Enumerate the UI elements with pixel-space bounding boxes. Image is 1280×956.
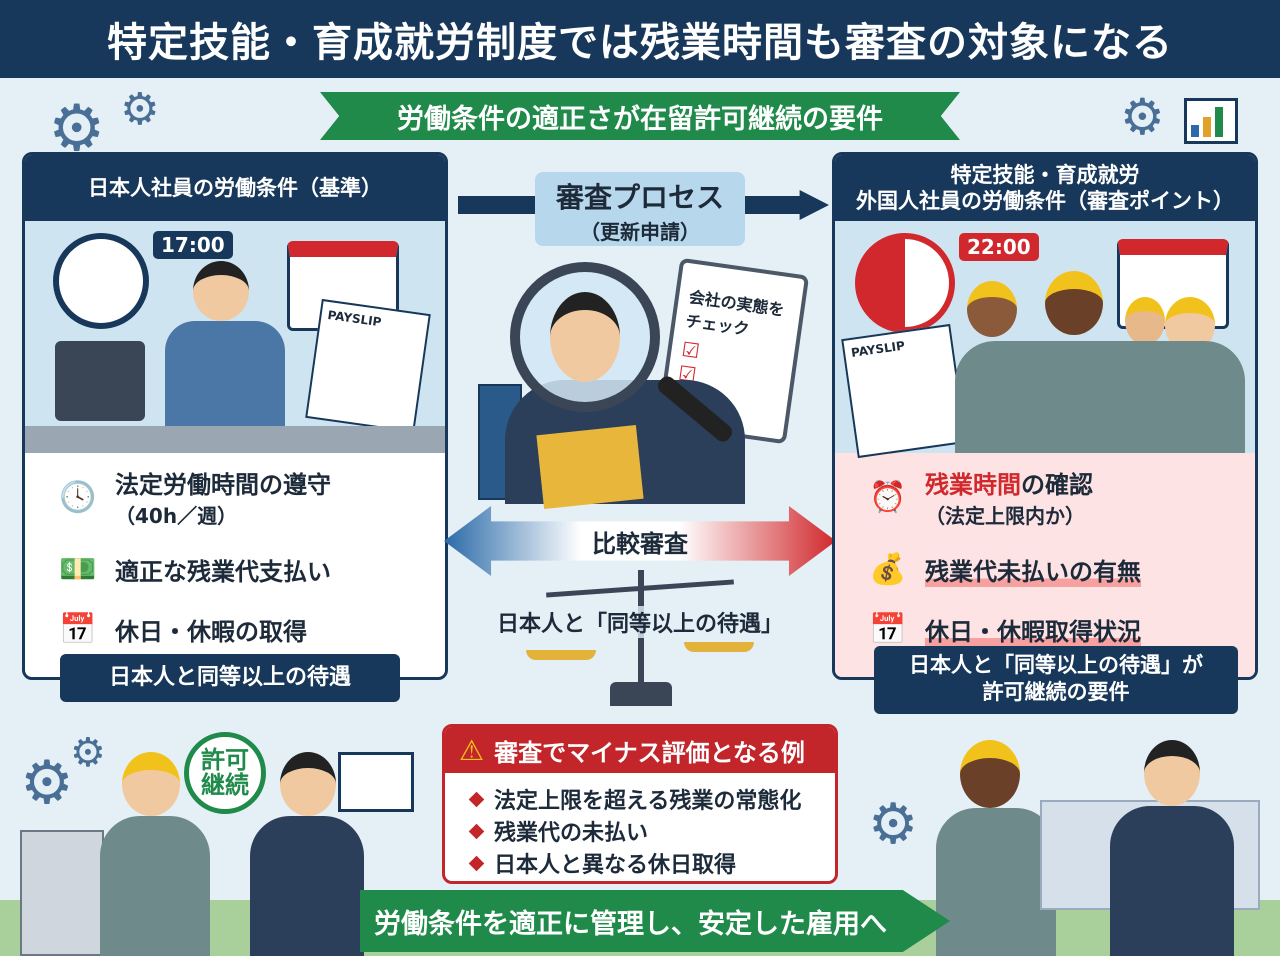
payslip-label: PAYSLIP: [850, 338, 906, 360]
requirement-ribbon: 労働条件の適正さが在留許可継続の要件: [320, 92, 960, 140]
gear-icon: ⚙: [20, 748, 74, 818]
workers-illustration: 22:00 PAYSLIP: [835, 221, 1255, 459]
process-title: 審査プロセス: [555, 181, 724, 214]
worker-figure: [1045, 271, 1103, 335]
criterion-overtime-pay: 💵 適正な残業代支払い: [55, 549, 445, 589]
payslip-document: PAYSLIP: [305, 298, 431, 434]
checkpoint-sub: （法定上限内か）: [925, 504, 1085, 528]
clock-icon: 🕓: [59, 479, 97, 515]
employee-body: [165, 321, 285, 431]
checkpoint-holidays: 📅 休日・休暇取得状況: [865, 609, 1255, 649]
warning-item: 日本人と異なる休日取得: [445, 847, 835, 879]
warning-header: ⚠ 審査でマイナス評価となる例: [445, 727, 835, 773]
clock-time: 22:00: [959, 233, 1039, 261]
manager-figure: [1144, 740, 1200, 806]
clipboard-text: 会社の実態をチェック: [684, 287, 786, 339]
warning-icon: ⚠: [459, 733, 485, 767]
workers-bodies: [955, 341, 1245, 453]
worker-figure: [967, 281, 1017, 337]
payslip-label: PAYSLIP: [326, 307, 383, 330]
clock-time: 17:00: [153, 231, 233, 259]
office-illustration: 17:00 PAYSLIP: [25, 221, 445, 453]
computer-monitor: [55, 341, 145, 421]
left-footer: 日本人と同等以上の待遇: [60, 654, 400, 702]
panel-header: 特定技能・育成就労 外国人社員の労働条件（審査ポイント）: [835, 155, 1255, 221]
manager-body: [1110, 806, 1234, 956]
worker-figure: [960, 740, 1020, 808]
checkpoint-label: 休日・休暇取得状況: [925, 611, 1141, 647]
magnifying-glass-icon: [510, 262, 660, 412]
gear-icon: ⚙: [868, 792, 919, 857]
gear-icon: ⚙: [70, 730, 106, 776]
right-footer: 日本人と「同等以上の待遇」が 許可継続の要件: [874, 646, 1238, 714]
diamond-bullet-icon: [468, 823, 485, 839]
folder: [536, 424, 644, 510]
criterion-working-hours: 🕓 法定労働時間の遵守 （40h／週）: [55, 465, 445, 529]
process-arrow-right: [745, 190, 829, 220]
worker-body: [936, 808, 1056, 956]
panel-header-line2: 外国人社員の労働条件（審査ポイント）: [856, 189, 1234, 213]
copier: [20, 830, 104, 956]
checkpoint-label: の確認: [1021, 471, 1093, 499]
scale-icon: [526, 570, 754, 710]
criterion-label: 適正な残業代支払い: [115, 557, 331, 586]
checkpoint-overtime-hours: ⏰ 残業時間の確認 （法定上限内か）: [865, 465, 1255, 529]
money-icon: 💵: [59, 551, 97, 587]
scale-label: 日本人と「同等以上の待遇」: [470, 606, 810, 638]
worker-body: [100, 816, 210, 956]
panel-header: 日本人社員の労働条件（基準）: [25, 155, 445, 221]
warning-item-text: 法定上限を超える残業の常態化: [494, 789, 802, 814]
gear-icon: ⚙: [1120, 88, 1165, 146]
warning-item-text: 日本人と異なる休日取得: [494, 853, 737, 878]
right-footer-line2: 許可継続の要件: [982, 680, 1130, 705]
criterion-holidays: 📅 休日・休暇の取得: [55, 609, 445, 649]
manager-body: [250, 816, 364, 956]
bottom-banner: 労働条件を適正に管理し、安定した雇用へ: [360, 890, 950, 952]
checkpoint-label: 残業代未払いの有無: [925, 551, 1141, 587]
warning-title: 審査でマイナス評価となる例: [494, 738, 805, 767]
warning-item: 残業代の未払い: [445, 815, 835, 847]
desk: [25, 426, 445, 453]
red-clock-icon: ⏰: [869, 479, 907, 515]
page-title: 特定技能・育成就労制度では残業時間も審査の対象になる: [0, 0, 1280, 78]
foreign-employee-panel: 特定技能・育成就労 外国人社員の労働条件（審査ポイント） 22:00 PAYSL…: [832, 152, 1258, 680]
gear-icon: ⚙: [120, 84, 160, 135]
employee-figure: [193, 261, 249, 321]
process-arrow-left: [458, 196, 538, 214]
criterion-label: 休日・休暇の取得: [115, 617, 307, 646]
warning-item-text: 残業代の未払い: [494, 821, 649, 846]
checkpoint-label-highlight: 残業時間: [925, 471, 1021, 499]
panel-header-line1: 特定技能・育成就労: [950, 162, 1140, 187]
checkpoint-unpaid-overtime: 💰 残業代未払いの有無: [865, 549, 1255, 589]
criterion-sub: （40h／週）: [115, 504, 238, 528]
clock-icon: [53, 233, 149, 329]
growth-chart-icon: [338, 752, 414, 812]
diamond-bullet-icon: [468, 855, 485, 871]
japanese-employee-panel: 日本人社員の労働条件（基準） 17:00 PAYSLIP 🕓 法定労働時間の遵守 （…: [22, 152, 448, 680]
criterion-label: 法定労働時間の遵守: [115, 471, 331, 499]
right-footer-line1: 日本人と「同等以上の待遇」が: [909, 653, 1203, 677]
calendar-icon: 📅: [869, 611, 907, 647]
money-bag-icon: 💰: [869, 551, 907, 587]
compare-label: 比較審査: [592, 530, 688, 558]
calendar-icon: 📅: [59, 611, 97, 647]
process-box: 審査プロセス （更新申請）: [535, 172, 745, 246]
permit-stamp: 許可継続: [184, 732, 266, 814]
manager-figure: [280, 752, 336, 816]
payslip-document: PAYSLIP: [841, 323, 967, 459]
clock-icon: [855, 233, 955, 333]
diamond-bullet-icon: [468, 791, 485, 807]
process-subtitle: （更新申請）: [580, 220, 700, 244]
bar-chart-icon: [1184, 98, 1238, 144]
warning-box: ⚠ 審査でマイナス評価となる例 法定上限を超える残業の常態化 残業代の未払い 日本…: [442, 724, 838, 884]
warning-item: 法定上限を超える残業の常態化: [445, 783, 835, 815]
worker-figure: [122, 752, 180, 816]
worker-figure: [1125, 297, 1165, 345]
